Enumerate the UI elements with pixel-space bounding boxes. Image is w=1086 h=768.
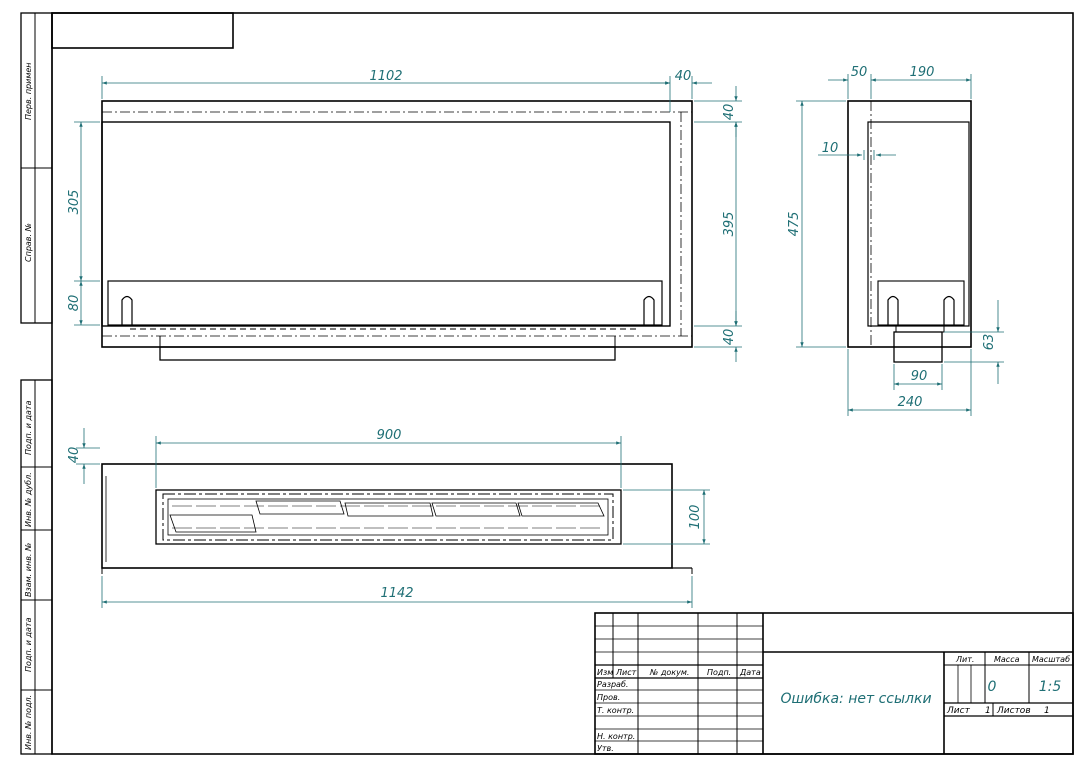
side-dim-leg-width: 90: [911, 369, 928, 384]
side-podp-data-1: Подп. и дата: [24, 400, 33, 455]
front-view: [101, 100, 693, 361]
side-sprav-no: Справ. №: [24, 223, 33, 262]
front-dim-base: 80: [67, 295, 82, 312]
front-dim-bottom: 40: [722, 329, 737, 346]
tb-massa: Масса: [994, 655, 1020, 664]
side-vzam-inv: Взам. инв. №: [24, 543, 33, 597]
side-inv-dubl: Инв. № дубл.: [24, 472, 33, 527]
tb-sheet-label: Лист: [946, 706, 971, 716]
side-dim-total-depth: 240: [898, 395, 923, 410]
tb-utv: Утв.: [597, 744, 614, 753]
side-view-dimensions: 50 190 10 475 63 90 240: [787, 65, 1004, 416]
top-view-dimensions: 900 40 100 1142: [67, 428, 710, 608]
tb-data: Дата: [739, 668, 761, 677]
side-podp-data-2: Подп. и дата: [24, 617, 33, 672]
tb-sheets-value: 1: [1044, 706, 1050, 716]
tb-designation: Ошибка: нет ссылки: [780, 691, 931, 707]
tb-lit: Лит.: [955, 655, 974, 664]
side-perv-primen: Перв. примен: [24, 62, 33, 120]
tb-podp: Подп.: [707, 668, 731, 677]
side-inv-podl: Инв. № подл.: [24, 695, 33, 750]
top-dim-edge: 40: [67, 447, 82, 464]
tb-izm: Изм: [597, 668, 613, 677]
top-view: [101, 463, 693, 574]
side-stamp: Перв. примен Справ. № Подп. и дата Инв. …: [20, 12, 53, 755]
tb-masshtab: Масштаб: [1032, 655, 1070, 664]
tb-sheet-value: 1: [985, 706, 991, 716]
top-dim-slot: 100: [688, 505, 703, 530]
front-dim-top: 40: [722, 104, 737, 121]
front-dim-offset: 40: [675, 69, 692, 84]
tb-razrab: Разраб.: [597, 680, 628, 689]
tb-scale-value: 1:5: [1039, 679, 1062, 695]
side-dim-leg: 63: [982, 334, 997, 351]
tb-list: Лист: [615, 668, 637, 677]
side-dim-front: 50: [851, 65, 868, 80]
front-dim-height-right: 395: [722, 212, 737, 237]
tb-n-kontr: Н. контр.: [597, 732, 635, 741]
side-dim-height: 475: [787, 212, 802, 237]
top-left-stamp-box: [51, 12, 234, 49]
title-block: Изм Лист № докум. Подп. Дата Разраб. Про…: [594, 612, 1074, 755]
side-dim-wall: 10: [822, 141, 839, 156]
top-dim-inner: 900: [377, 428, 402, 443]
front-dim-length: 1102: [369, 69, 402, 84]
top-dim-total: 1142: [380, 586, 413, 601]
side-view: [847, 100, 972, 363]
burner-slots: [169, 500, 605, 533]
tb-n-dokum: № докум.: [649, 668, 689, 677]
front-view-dimensions: 1102 40 40 395 40 305 80: [67, 69, 742, 362]
tb-t-kontr: Т. контр.: [597, 706, 634, 715]
front-dim-height-left: 305: [67, 190, 82, 215]
side-dim-depth: 190: [910, 65, 935, 80]
tb-prov: Пров.: [597, 693, 620, 702]
tb-sheets-label: Листов: [996, 706, 1031, 716]
tb-mass-value: 0: [988, 679, 997, 695]
